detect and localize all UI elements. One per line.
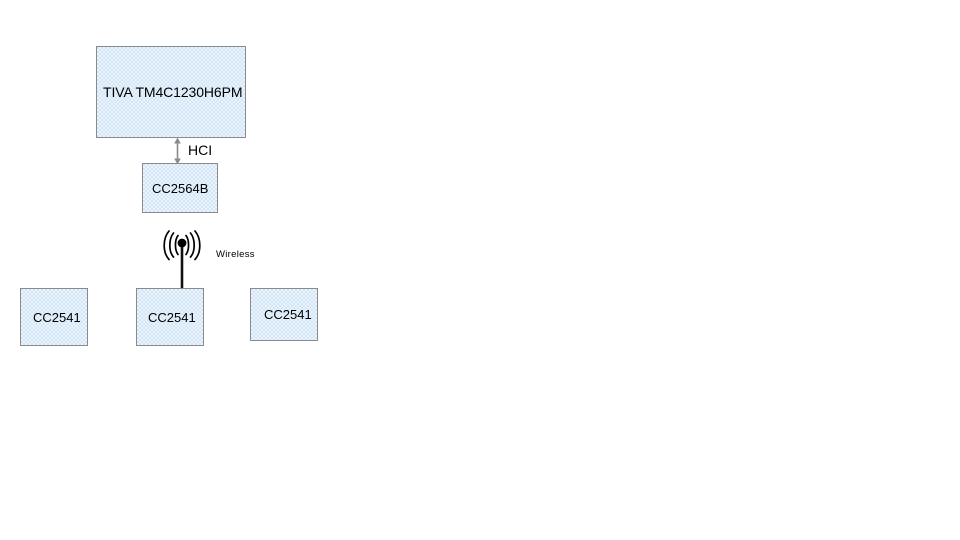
block-tiva-mcu[interactable]: TIVA TM4C1230H6PM <box>96 46 246 138</box>
block-cc2564b-controller[interactable]: CC2564B <box>142 163 218 213</box>
antenna-icon <box>157 230 207 290</box>
block-cc2541-right[interactable]: CC2541 <box>250 288 318 341</box>
block-cc2541-right-label: CC2541 <box>264 307 312 322</box>
block-cc2541-middle-label: CC2541 <box>148 309 196 325</box>
block-cc2564b-controller-label: CC2564B <box>152 180 209 196</box>
connector-label-hci: HCI <box>188 142 213 158</box>
connector-label-wireless: Wireless <box>216 249 255 260</box>
block-cc2541-left[interactable]: CC2541 <box>20 288 88 346</box>
block-cc2541-left-label: CC2541 <box>33 309 81 325</box>
block-cc2541-middle[interactable]: CC2541 <box>136 288 204 346</box>
double-arrow-icon <box>171 137 185 165</box>
block-tiva-mcu-label: TIVA TM4C1230H6PM <box>103 84 243 100</box>
